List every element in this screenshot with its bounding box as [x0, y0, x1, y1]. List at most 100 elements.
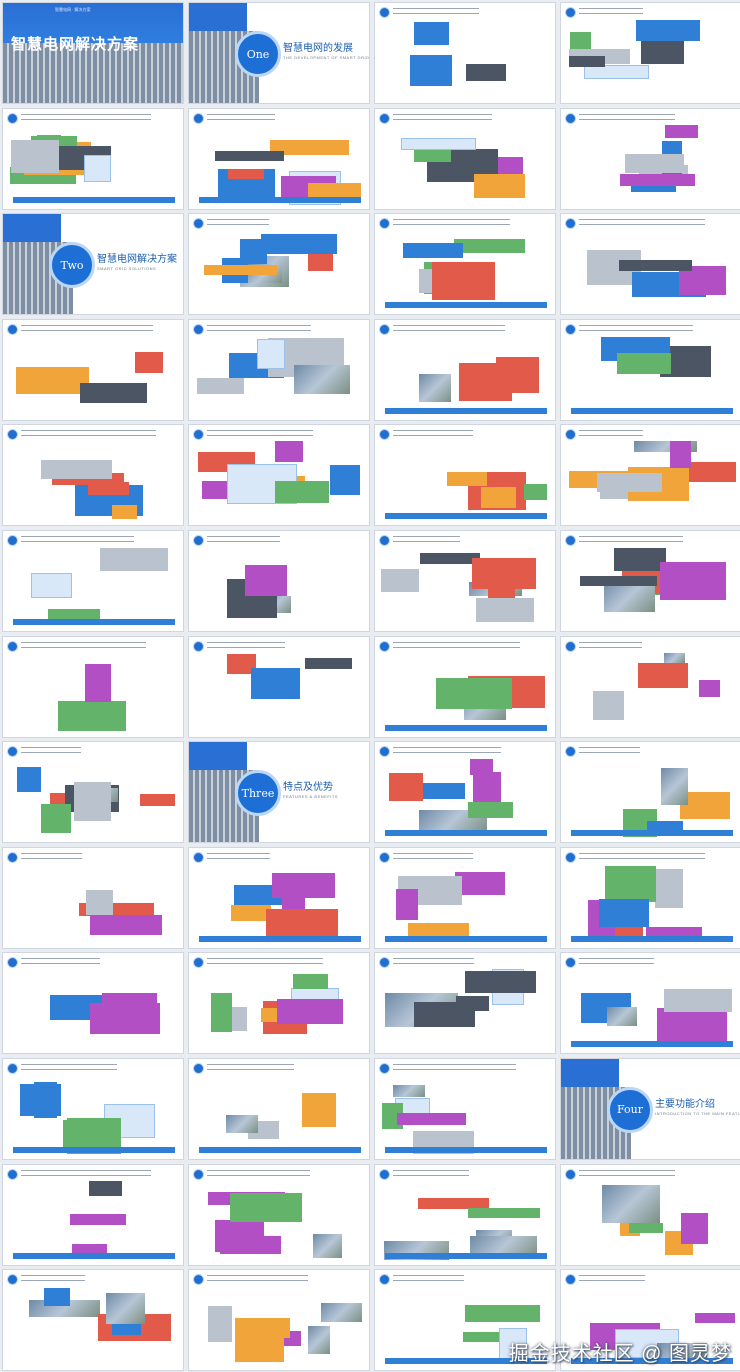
slide-thumbnail[interactable] [560, 1163, 740, 1266]
slide-logo-icon [379, 534, 390, 546]
slide-thumbnail[interactable] [374, 1057, 556, 1160]
slide-content-block [670, 441, 691, 469]
slide-caption-bar [13, 1146, 175, 1153]
slide-heading-lines [207, 219, 269, 226]
slide-heading-lines [393, 641, 520, 648]
slide-logo-icon [565, 640, 576, 652]
slide-thumbnail[interactable] [560, 318, 740, 421]
slide-content-block [231, 904, 271, 921]
slide-thumbnail[interactable] [374, 741, 556, 844]
slide-content-block [584, 65, 649, 79]
slide-thumbnail[interactable] [374, 213, 556, 316]
slide-thumbnail[interactable] [2, 1163, 184, 1266]
slide-thumbnail[interactable] [560, 846, 740, 949]
slide-thumbnail[interactable] [2, 846, 184, 949]
slide-thumbnail[interactable] [374, 107, 556, 210]
slide-heading-lines [393, 430, 473, 437]
slide-thumbnail[interactable] [188, 213, 370, 316]
slide-thumbnail[interactable] [560, 424, 740, 527]
slide-heading-lines [207, 113, 275, 120]
cover-title: 智慧电网解决方案 [11, 36, 140, 53]
slide-content-block [396, 888, 418, 920]
slide-thumbnail[interactable] [374, 952, 556, 1055]
slide-thumbnail[interactable] [374, 635, 556, 738]
slide-thumbnail[interactable] [2, 1057, 184, 1160]
slide-thumbnail[interactable] [374, 1163, 556, 1266]
slide-thumbnail[interactable] [188, 952, 370, 1055]
slide-logo-icon [379, 7, 390, 18]
slide-thumbnail[interactable] [2, 107, 184, 210]
slide-heading-lines [579, 1169, 675, 1176]
slide-logo-icon [7, 851, 18, 863]
slide-content-block [695, 1313, 735, 1324]
slide-thumbnail[interactable] [188, 318, 370, 421]
slide-logo-icon [379, 746, 390, 758]
slide-thumbnail[interactable] [2, 635, 184, 738]
slide-thumbnail[interactable] [2, 529, 184, 632]
slide-thumbnail[interactable] [374, 1269, 556, 1372]
slide-content-block [48, 608, 100, 622]
slide-thumbnail[interactable] [2, 424, 184, 527]
slide-heading-lines [207, 641, 285, 648]
slide-heading-lines [579, 747, 640, 754]
slide-heading-lines [393, 1063, 516, 1070]
slide-heading-lines [393, 113, 492, 120]
slide-logo-icon [379, 429, 390, 441]
slide-logo-icon [565, 746, 576, 758]
slide-caption-bar [571, 830, 733, 837]
slide-caption-bar [385, 513, 547, 520]
slide-thumbnail[interactable] [374, 529, 556, 632]
slide-heading-lines [21, 641, 146, 648]
slide-thumbnail[interactable] [188, 424, 370, 527]
slide-thumbnail[interactable] [188, 1163, 370, 1266]
slide-thumbnail[interactable] [560, 635, 740, 738]
slide-content-block [266, 908, 338, 941]
slide-content-block [100, 547, 168, 571]
slide-content-block [408, 922, 469, 936]
slide-thumbnail[interactable] [188, 846, 370, 949]
slide-thumbnail[interactable] [560, 952, 740, 1055]
watermark: 掘金技术社区 @ 图灵梦 [508, 1343, 732, 1365]
section-title: 主要功能介绍 [655, 1098, 715, 1110]
slide-thumbnail[interactable] [188, 1057, 370, 1160]
slide-thumbnail[interactable] [560, 2, 740, 104]
slide-content-block [599, 898, 649, 927]
slide-thumbnail[interactable] [560, 1269, 740, 1372]
slide-content-block [230, 1192, 302, 1222]
slide-thumbnail[interactable] [2, 741, 184, 844]
slide-caption-bar [571, 935, 733, 942]
section-subtitle: SMART GRID SOLUTIONS [97, 266, 157, 272]
slide-thumbnail[interactable] [2, 952, 184, 1055]
slide-thumbnail[interactable] [2, 318, 184, 421]
slide-thumbnail[interactable] [2, 1269, 184, 1372]
slide-caption-bar [199, 196, 361, 203]
slide-logo-icon [379, 1062, 390, 1074]
section-subtitle: FEATURES & BENEFITS [283, 794, 338, 800]
slide-content-block [657, 1008, 727, 1042]
cover-slide[interactable]: 智慧电网 · 解决方案智慧电网解决方案 [2, 2, 184, 104]
slide-content-block [657, 1343, 707, 1361]
slide-content-block [275, 481, 329, 504]
slide-thumbnail[interactable] [560, 741, 740, 844]
slide-thumbnail[interactable] [374, 2, 556, 104]
slide-heading-lines [207, 1063, 294, 1070]
slide-thumbnail[interactable] [188, 107, 370, 210]
slide-content-block [465, 971, 536, 994]
slide-thumbnail[interactable] [188, 1269, 370, 1372]
slide-thumbnail[interactable] [560, 529, 740, 632]
slide-thumbnail[interactable] [560, 107, 740, 210]
slide-thumbnail[interactable] [560, 213, 740, 316]
slide-thumbnail[interactable] [188, 635, 370, 738]
slide-content-block [321, 1303, 362, 1323]
slide-thumbnail[interactable] [374, 846, 556, 949]
slide-content-block [476, 597, 534, 622]
slide-heading-lines [393, 8, 479, 14]
slide-thumbnail[interactable] [374, 424, 556, 527]
slide-thumbnail[interactable] [188, 529, 370, 632]
slide-thumbnail[interactable] [374, 318, 556, 421]
slide-heading-lines [21, 1169, 151, 1176]
